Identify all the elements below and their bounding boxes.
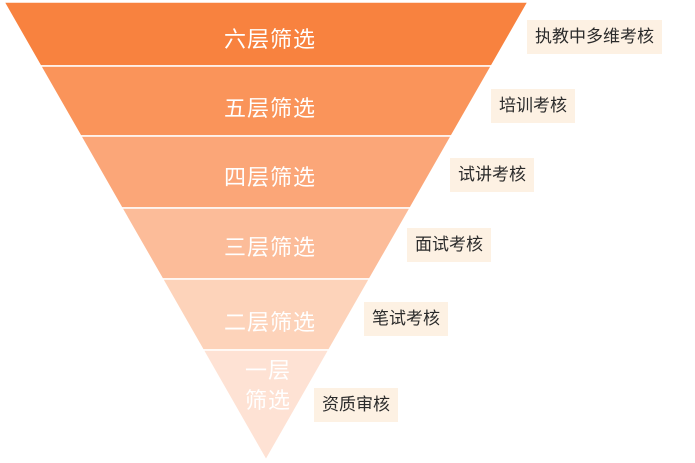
assessment-tag-1: 资质审核 xyxy=(314,388,398,422)
assessment-tag-5: 培训考核 xyxy=(491,89,575,123)
assessment-tag-3: 面试考核 xyxy=(407,228,491,262)
funnel-band-1 xyxy=(201,349,331,462)
level-2-label: 二层筛选 xyxy=(223,311,316,336)
level-3-label: 三层筛选 xyxy=(223,236,316,261)
level-1-label: 一层筛选 xyxy=(244,359,291,414)
assessment-tag-6: 执教中多维考核 xyxy=(527,20,662,54)
assessment-tag-4: 试讲考核 xyxy=(450,158,534,192)
level-6-label: 六层筛选 xyxy=(223,28,316,53)
assessment-tag-2: 笔试考核 xyxy=(364,302,448,336)
level-5-label: 五层筛选 xyxy=(223,97,316,122)
level-4-label: 四层筛选 xyxy=(223,166,316,191)
